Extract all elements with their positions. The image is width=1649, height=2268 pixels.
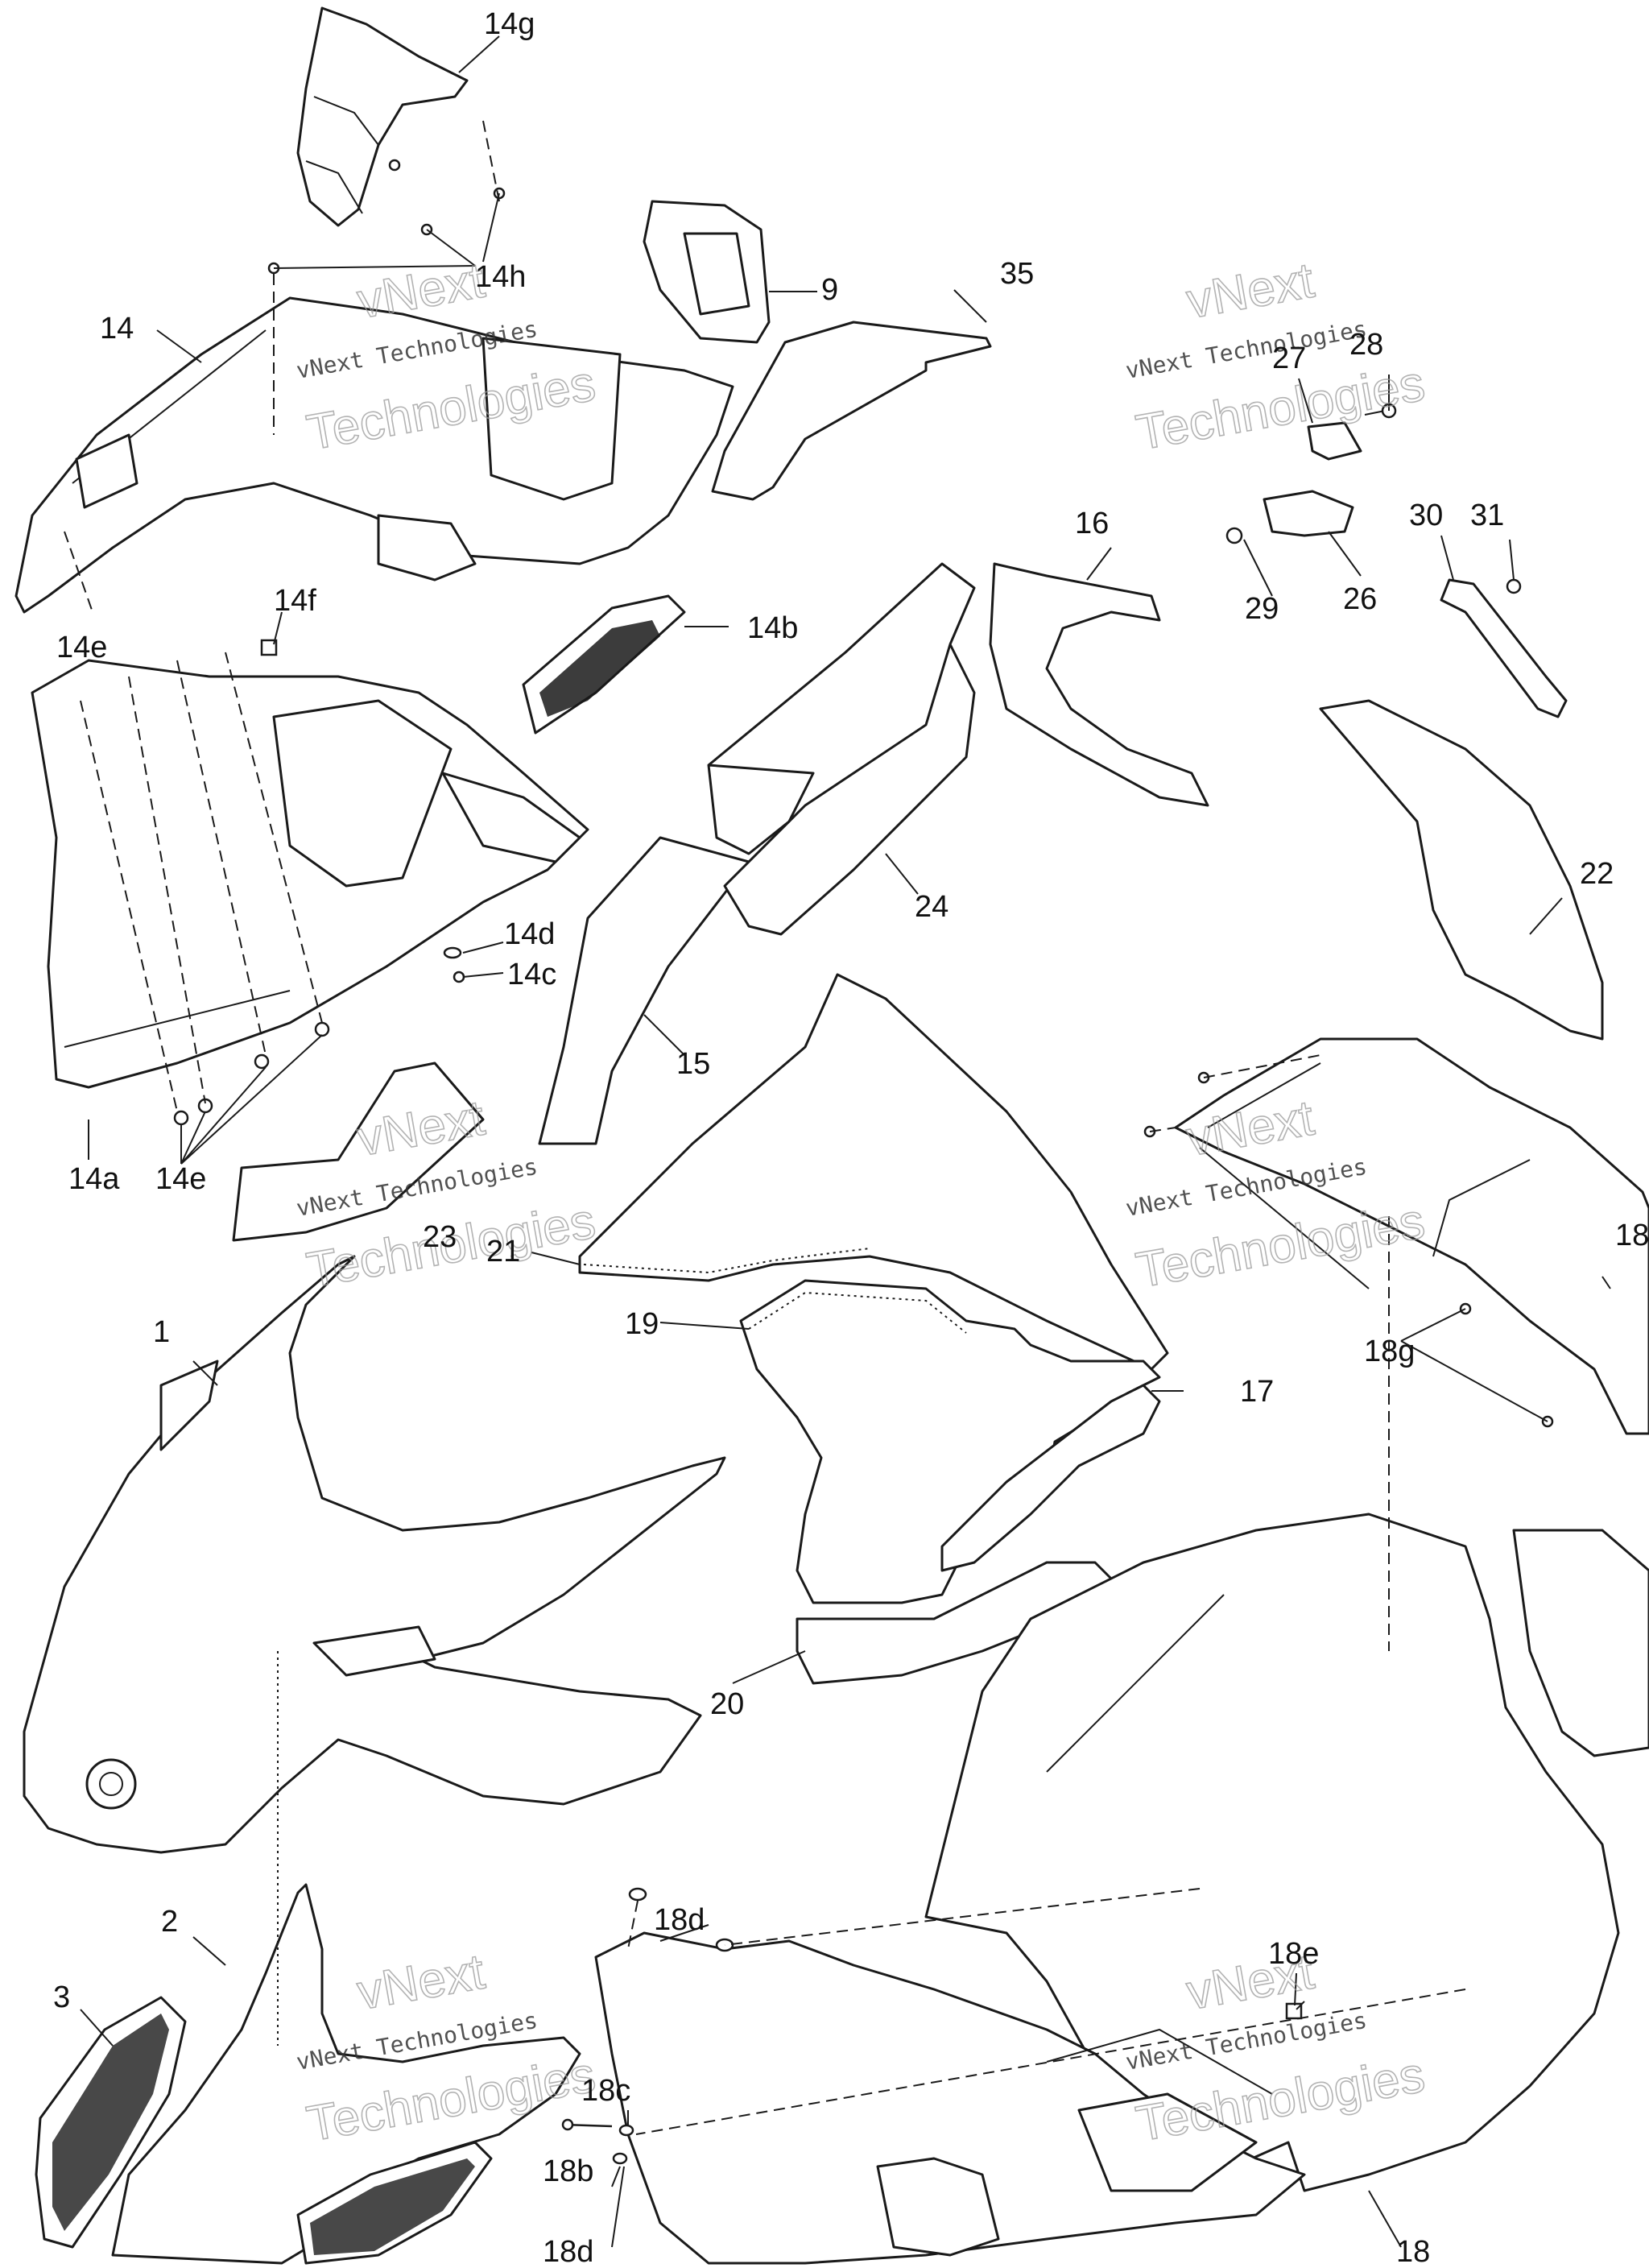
- callout-18b: 18b: [543, 2154, 593, 2188]
- callout-31: 31: [1470, 499, 1504, 532]
- watermark-vnext-5: vNext: [353, 1944, 489, 2021]
- part-31-screw: [1506, 578, 1522, 594]
- part-18b-screw: [561, 2118, 613, 2131]
- callout-18d-top: 18d: [654, 1903, 705, 1937]
- part-27-clip: [1307, 421, 1362, 461]
- part-30-strap: [1440, 578, 1568, 718]
- part-3-grille: [35, 1996, 493, 2265]
- callout-18e: 18e: [1268, 1937, 1319, 1971]
- part-16-panel: [989, 562, 1209, 807]
- callout-17: 17: [1240, 1375, 1274, 1409]
- part-29-nut: [1225, 527, 1243, 544]
- callout-27: 27: [1272, 341, 1306, 375]
- watermark-vnext-2: vNext: [1183, 253, 1318, 329]
- callout-18c: 18c: [581, 2074, 630, 2108]
- part-14d-washer: [443, 946, 462, 959]
- part-14f-clip: [260, 639, 278, 656]
- callout-35: 35: [1000, 257, 1034, 291]
- callout-26: 26: [1343, 582, 1377, 616]
- callout-14d: 14d: [504, 917, 555, 951]
- watermark-vnext-1: vNext: [353, 253, 489, 329]
- part-18-lower-side-panel: [924, 1513, 1649, 2192]
- callout-23: 23: [423, 1220, 457, 1254]
- callout-14: 14: [100, 312, 134, 346]
- callout-labels: 14g 14h 9 35 14 27 28 30 31 16 26 29 14b…: [53, 7, 1649, 2268]
- part-21-windshield: [578, 973, 1169, 1371]
- callout-14g: 14g: [484, 7, 535, 41]
- callout-2: 2: [161, 1905, 178, 1939]
- part-14g-deflector: [296, 6, 469, 227]
- callout-28: 28: [1349, 328, 1383, 362]
- callout-14e-top: 14e: [56, 631, 107, 664]
- part-14-upper-panel: [14, 296, 734, 614]
- callout-18g: 18g: [1364, 1335, 1415, 1368]
- callout-14c: 14c: [507, 958, 556, 991]
- part-15-panel: [538, 836, 750, 1145]
- callout-16: 16: [1075, 507, 1109, 540]
- part-18-right-side-panel: [1174, 1037, 1649, 1435]
- callout-14e-bottom: 14e: [155, 1162, 206, 1196]
- callout-1: 1: [153, 1315, 170, 1349]
- callout-3: 3: [53, 1980, 70, 2014]
- callout-19: 19: [625, 1307, 659, 1341]
- callout-14b: 14b: [747, 611, 798, 645]
- part-22-panel: [1319, 699, 1604, 1041]
- watermark-vnext-3: vNext: [353, 1091, 489, 1167]
- leader-lines: [64, 35, 1611, 2248]
- callout-21: 21: [486, 1235, 520, 1269]
- callout-18-bottom: 18: [1396, 2235, 1430, 2268]
- callout-24: 24: [915, 890, 948, 924]
- callout-18-right: 18: [1615, 1219, 1649, 1252]
- callout-14f: 14f: [274, 584, 316, 618]
- part-14c-screw: [453, 971, 465, 983]
- part-18-bottom-panel: [594, 1931, 1306, 2265]
- part-14a-front-fascia: [31, 659, 589, 1089]
- part-1-nose-cone: [23, 1255, 726, 1854]
- part-26-latch: [1263, 490, 1354, 537]
- part-17-bracket: [940, 1384, 1161, 1572]
- callout-29: 29: [1245, 592, 1279, 626]
- callout-15: 15: [676, 1047, 710, 1081]
- part-18c-washer: [612, 2124, 634, 2165]
- part-24-panel: [707, 562, 976, 936]
- part-9-gauge-housing: [643, 200, 771, 344]
- part-14b-vent-grille: [522, 594, 686, 735]
- callout-14a: 14a: [68, 1162, 120, 1196]
- callout-22: 22: [1580, 857, 1614, 891]
- callout-18d-bottom: 18d: [543, 2235, 593, 2268]
- part-23-side-cover: [232, 1062, 485, 1242]
- callout-20: 20: [710, 1687, 744, 1721]
- part-14e-fasteners: [173, 1021, 330, 1126]
- callout-9: 9: [821, 273, 838, 307]
- part-35-side-trim: [711, 321, 992, 501]
- callout-14h: 14h: [475, 260, 526, 294]
- callout-30: 30: [1409, 499, 1443, 532]
